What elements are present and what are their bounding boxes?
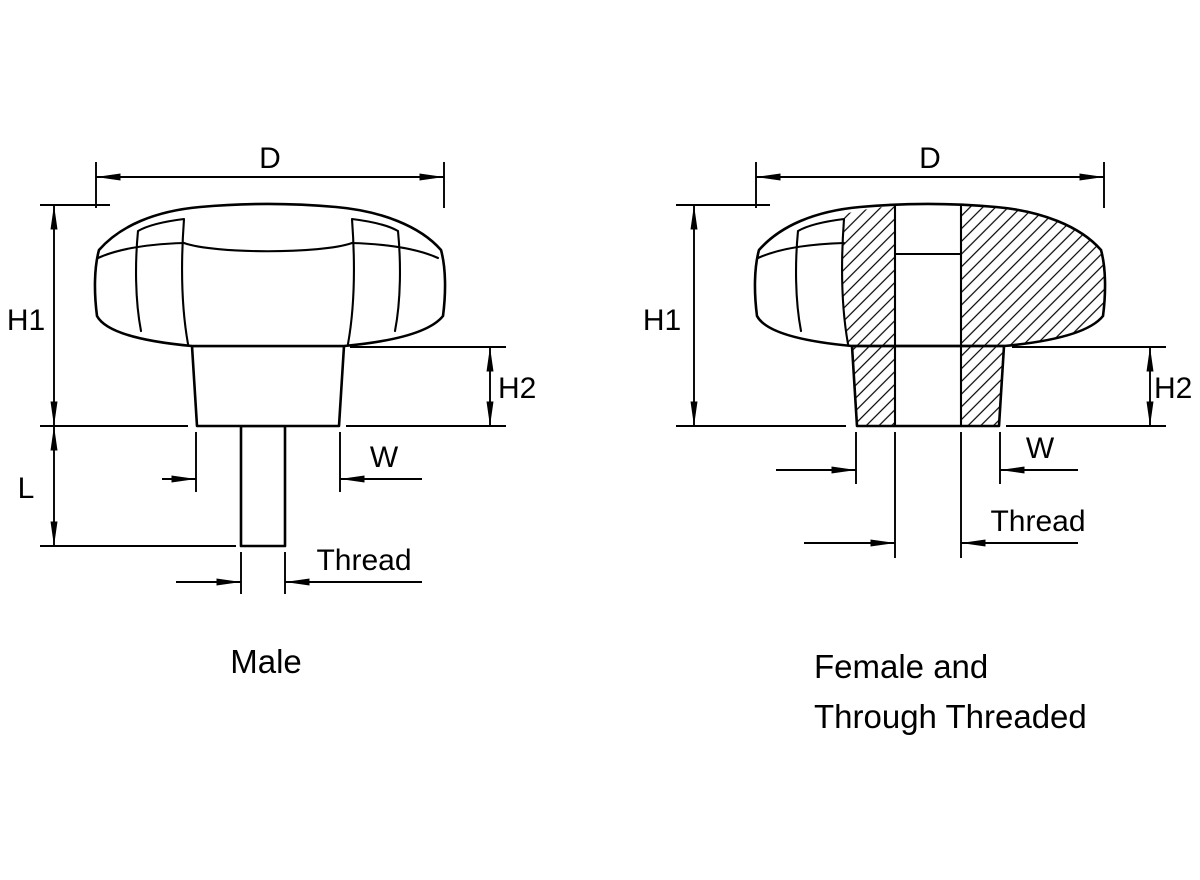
female-dim-h1: H1 xyxy=(643,204,846,427)
female-dim-d: D xyxy=(755,142,1105,208)
male-threaded-stud xyxy=(239,424,287,548)
female-caption-line-2: Through Threaded xyxy=(814,698,1087,735)
female-dim-label-h1: H1 xyxy=(643,304,681,337)
male-knob-lobe-lines xyxy=(96,217,440,346)
female-knob-view xyxy=(753,202,1107,428)
female-dim-w: W xyxy=(776,432,1078,484)
male-dim-thread: Thread xyxy=(176,544,422,594)
male-dim-label-w: W xyxy=(370,441,399,474)
male-dimensions: D H1 L H2 W xyxy=(7,142,536,594)
female-dim-label-h2: H2 xyxy=(1154,372,1192,405)
male-dim-label-d: D xyxy=(259,142,281,175)
male-dim-l: L xyxy=(18,426,236,547)
female-knob-hub xyxy=(850,344,1006,428)
male-dim-d: D xyxy=(95,142,445,208)
male-dim-label-h1: H1 xyxy=(7,304,45,337)
female-caption-line-1: Female and xyxy=(814,648,988,685)
male-dim-label-h2: H2 xyxy=(498,372,536,405)
male-knob-body xyxy=(93,202,447,348)
female-section-hatch-right xyxy=(961,204,1106,426)
female-dim-thread: Thread xyxy=(804,432,1086,558)
male-dim-w: W xyxy=(162,432,422,492)
male-knob-hub xyxy=(190,344,346,428)
female-dim-label-w: W xyxy=(1026,432,1055,465)
male-knob-view xyxy=(93,202,447,548)
female-knob-lobe-lines xyxy=(756,217,850,346)
male-dim-h2: H2 xyxy=(346,346,536,427)
female-dimensions: D H1 H2 W Thread xyxy=(643,142,1192,558)
female-dim-label-d: D xyxy=(919,142,941,175)
female-dim-label-thread: Thread xyxy=(990,505,1085,538)
male-caption: Male xyxy=(230,643,302,680)
male-dim-label-thread: Thread xyxy=(316,544,411,577)
female-dim-h2: H2 xyxy=(1006,346,1192,427)
male-dim-label-l: L xyxy=(18,472,35,505)
female-threaded-hole xyxy=(893,203,963,428)
female-section-hatch-left xyxy=(842,206,895,426)
male-dim-h1: H1 xyxy=(7,204,188,427)
